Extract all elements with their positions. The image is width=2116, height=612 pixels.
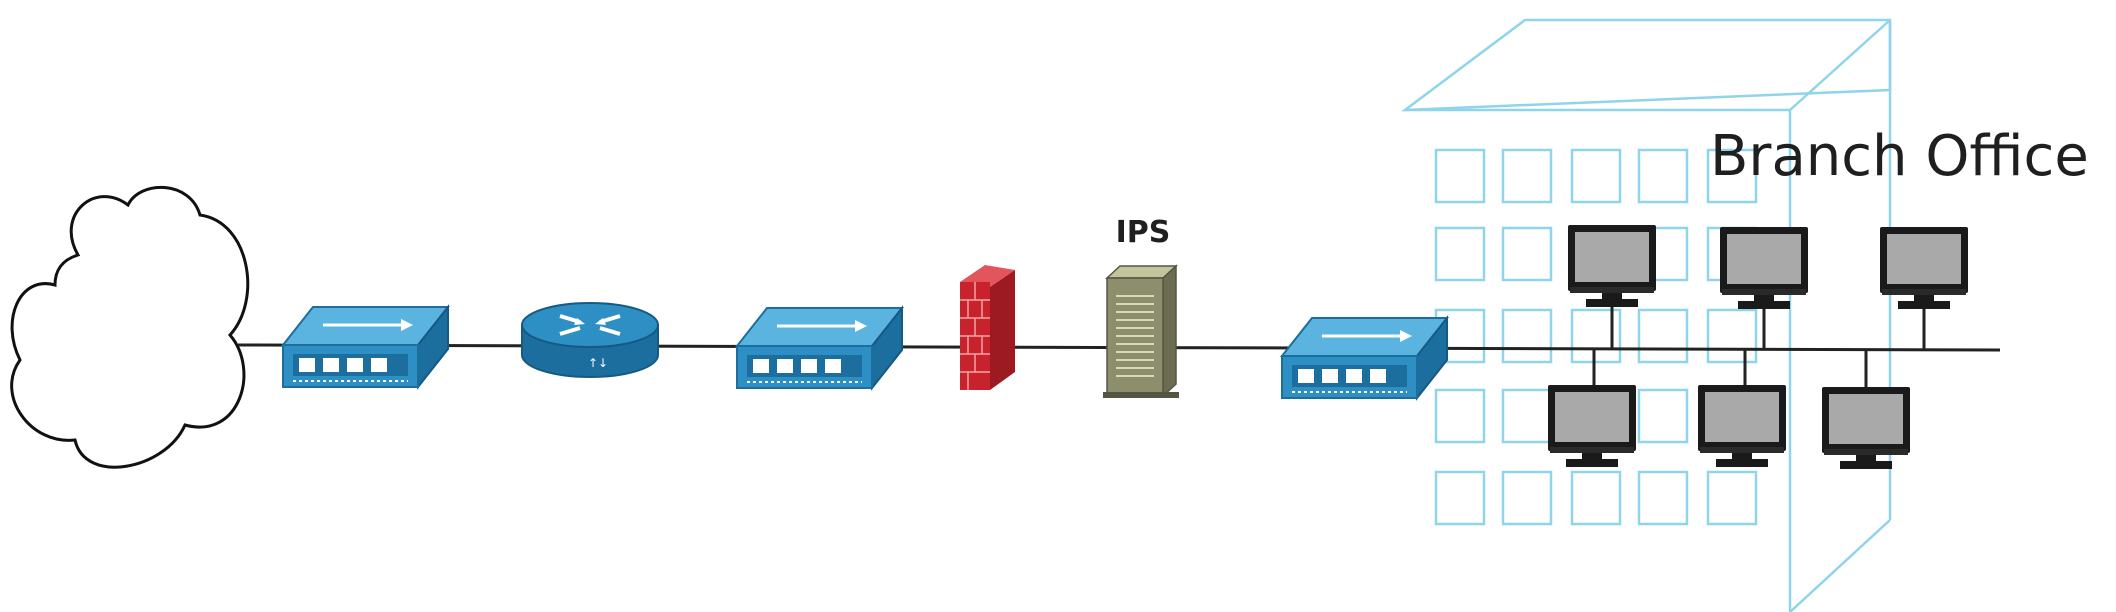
switch-icon [281, 305, 450, 389]
svg-text:↑↓: ↑↓ [588, 356, 608, 370]
firewall-icon [960, 265, 1015, 390]
router-icon: ↑↓ [521, 302, 659, 378]
lan-drops [1592, 300, 1926, 392]
workstation-icon [1720, 227, 1808, 309]
server-icon [1103, 264, 1179, 398]
switch-icon [735, 306, 904, 390]
ips-label: IPS [1116, 215, 1171, 250]
branch-office-label: Branch Office [1710, 124, 2089, 189]
cloud-icon [10, 185, 250, 469]
workstation-icon [1568, 225, 1656, 307]
workstation-icon [1548, 385, 1636, 467]
workstation-icon [1698, 385, 1786, 467]
workstation-icon [1822, 387, 1910, 469]
switch-icon [1280, 316, 1449, 400]
building-windows [1434, 148, 1758, 526]
building-icon [1401, 18, 1892, 612]
workstation-icon [1880, 227, 1968, 309]
